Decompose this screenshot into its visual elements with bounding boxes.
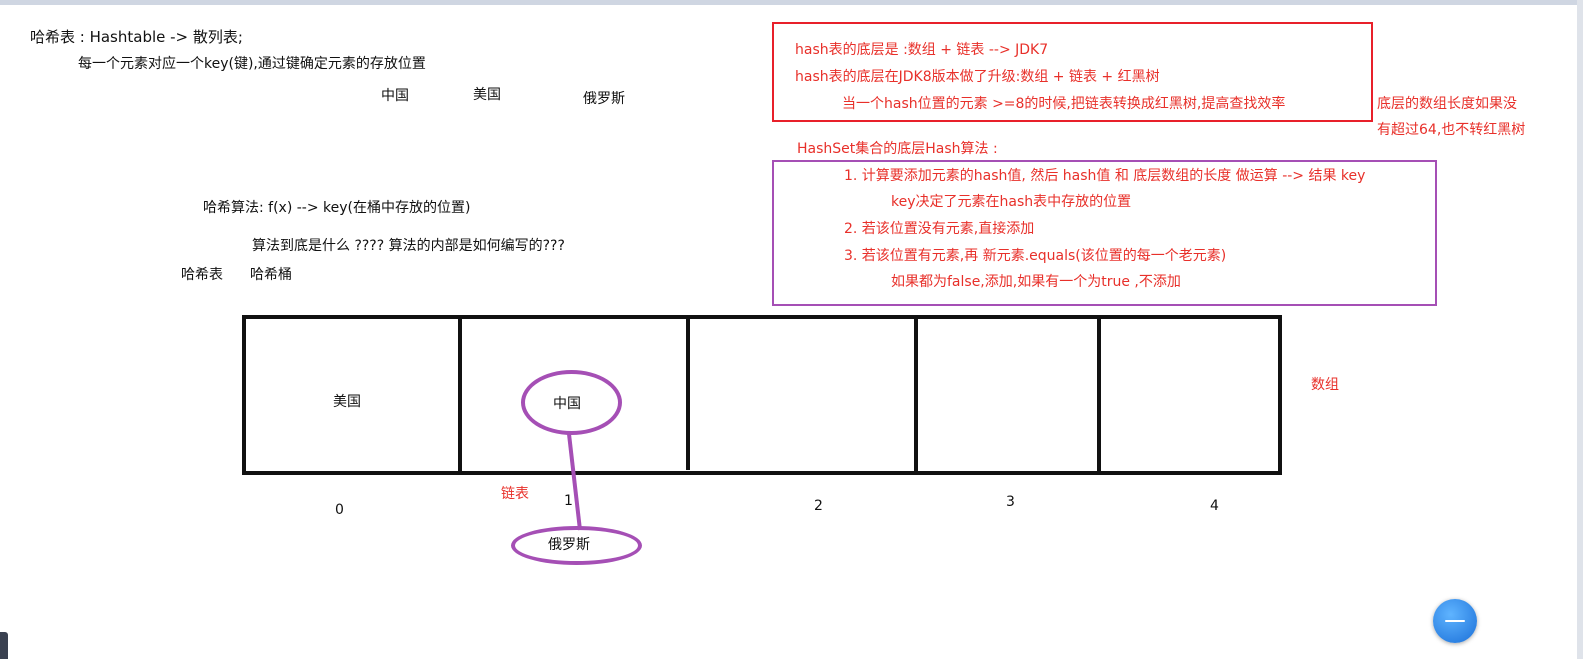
array-divider-3 (914, 315, 918, 475)
array-divider-2 (686, 315, 690, 470)
hashset-step3: 3. 若该位置有元素,再 新元素.equals(该位置的每一个老元素) (844, 248, 1227, 264)
country-label-china: 中国 (381, 88, 409, 104)
country-label-russia: 俄罗斯 (583, 91, 625, 107)
index-label-2: 2 (814, 498, 823, 514)
array-divider-1 (458, 315, 462, 475)
hashtable-definition: 哈希表 : Hashtable -> 散列表; (30, 28, 243, 46)
hashset-algorithm-title: HashSet集合的底层Hash算法 : (797, 141, 998, 157)
index-label-3: 3 (1006, 494, 1015, 510)
term-hash-bucket: 哈希桶 (250, 267, 292, 283)
side-note-line1: 底层的数组长度如果没 (1377, 96, 1517, 112)
list-node-russia-label: 俄罗斯 (548, 537, 590, 553)
hashset-step3-detail: 如果都为false,添加,如果有一个为true ,不添加 (891, 274, 1181, 290)
array-label: 数组 (1311, 377, 1339, 393)
linked-list-label: 链表 (501, 486, 529, 502)
floating-assistant-button[interactable] (1433, 599, 1477, 643)
algorithm-question: 算法到底是什么 ???? 算法的内部是如何编写的??? (252, 238, 565, 254)
index-label-1: 1 (564, 493, 573, 509)
array-divider-4 (1097, 315, 1101, 475)
hashset-steps-box (772, 160, 1437, 306)
hash-array (242, 315, 1282, 475)
scrollbar-track[interactable] (1577, 0, 1583, 659)
hashset-step1-detail: key决定了元素在hash表中存放的位置 (891, 194, 1132, 210)
side-note-line2: 有超过64,也不转红黑树 (1377, 122, 1526, 138)
bucket-0-value: 美国 (333, 394, 361, 410)
list-node-china (521, 370, 622, 435)
key-description: 每一个元素对应一个key(键),通过键确定元素的存放位置 (78, 56, 426, 72)
index-label-4: 4 (1210, 498, 1219, 514)
country-label-usa: 美国 (473, 87, 501, 103)
term-hashtable: 哈希表 (181, 267, 223, 283)
list-node-russia (511, 526, 642, 565)
hashset-step2: 2. 若该位置没有元素,直接添加 (844, 221, 1035, 237)
jdk7-structure-text: hash表的底层是 :数组 + 链表 --> JDK7 (795, 42, 1049, 58)
window-top-edge (0, 0, 1583, 5)
index-label-0: 0 (335, 502, 344, 518)
jdk8-structure-text: hash表的底层在JDK8版本做了升级:数组 + 链表 + 红黑树 (795, 69, 1160, 85)
hash-algorithm-formula: 哈希算法: f(x) --> key(在桶中存放的位置) (203, 200, 471, 216)
treeify-threshold-text: 当一个hash位置的元素 >=8的时候,把链表转换成红黑树,提高查找效率 (842, 96, 1286, 112)
jdk-structure-box (772, 22, 1373, 122)
list-node-china-label: 中国 (553, 396, 581, 412)
hashset-step1: 1. 计算要添加元素的hash值, 然后 hash值 和 底层数组的长度 做运算… (844, 168, 1366, 184)
taskbar-corner (0, 632, 8, 659)
